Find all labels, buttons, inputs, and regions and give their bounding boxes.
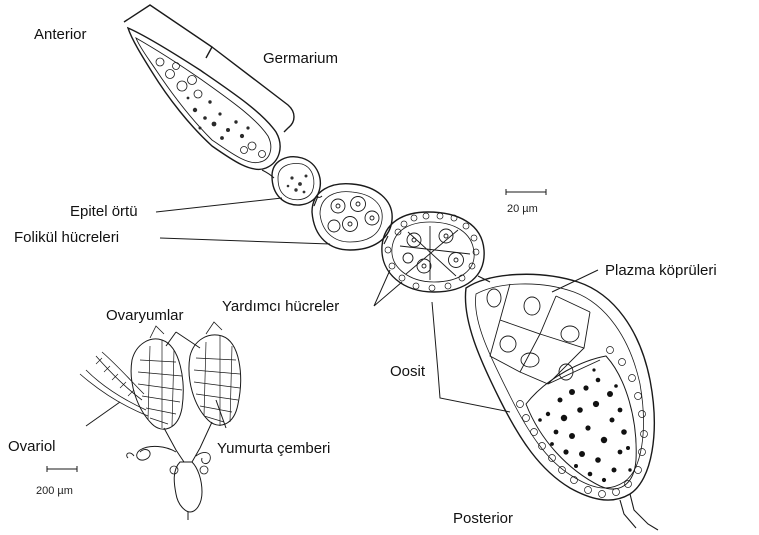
label-anterior: Anterior xyxy=(34,26,87,43)
scale-bar-main xyxy=(506,189,546,195)
egg-chamber-stage3 xyxy=(382,212,484,292)
label-folikul-hucreleri: Folikül hücreleri xyxy=(14,229,119,246)
label-ovariol: Ovariol xyxy=(8,438,56,455)
label-ovaryumlar: Ovaryumlar xyxy=(106,307,184,324)
label-posterior: Posterior xyxy=(453,510,513,527)
label-germarium: Germarium xyxy=(263,50,338,67)
scale-label-main: 20 µm xyxy=(507,203,538,215)
ovaries-inset xyxy=(80,322,241,520)
germarium-region xyxy=(128,28,280,169)
scale-bar-inset xyxy=(47,466,77,472)
label-yumurta-cemberi: Yumurta çemberi xyxy=(217,440,330,457)
label-plazma-kopruleri: Plazma köprüleri xyxy=(605,262,717,279)
egg-chamber-late xyxy=(465,274,654,500)
label-epitel-ortu: Epitel örtü xyxy=(70,203,138,220)
label-oosit: Oosit xyxy=(390,363,425,380)
scale-label-inset: 200 µm xyxy=(36,485,73,497)
egg-chamber-stage2 xyxy=(312,184,392,250)
label-yardimci-hucreler: Yardımcı hücreler xyxy=(222,298,339,315)
